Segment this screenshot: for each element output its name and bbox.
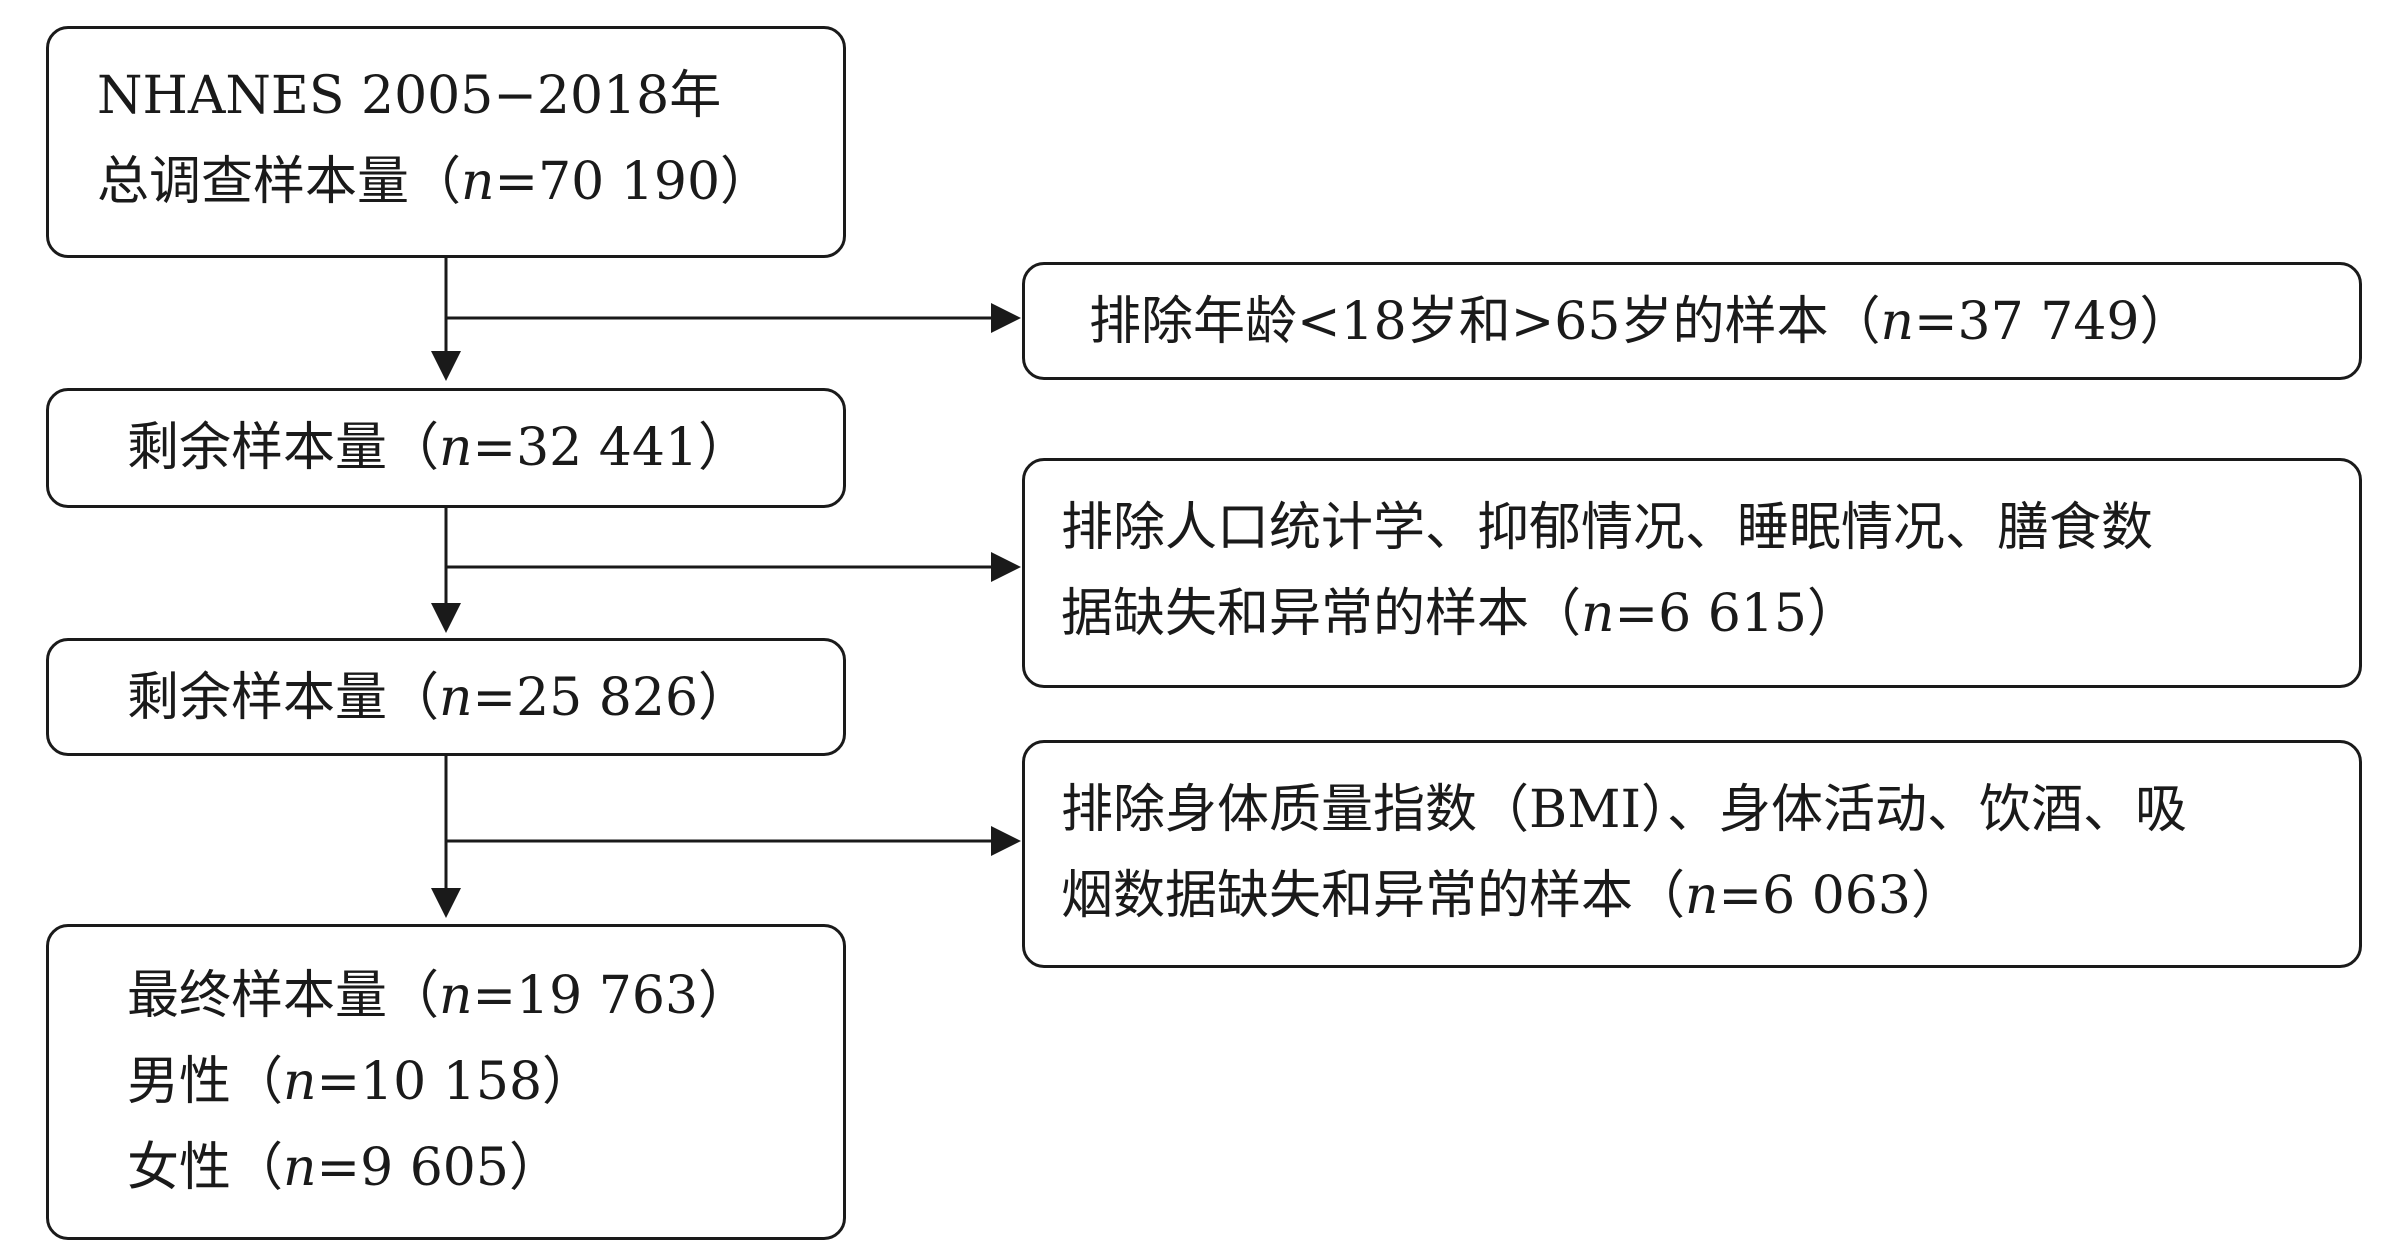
final-sample-box: 最终样本量（n=19 763） 男性（n=10 158） 女性（n=9 605） xyxy=(46,924,846,1240)
exclude-demographic-box: 排除人口统计学、抑郁情况、睡眠情况、膳食数 据缺失和异常的样本（n=6 615） xyxy=(1022,458,2362,688)
final-sample-count: 最终样本量（n=19 763） xyxy=(127,966,751,1026)
remaining-sample-text-2: 剩余样本量（n=25 826） xyxy=(127,668,751,728)
remaining-sample-box-1: 剩余样本量（n=32 441） xyxy=(46,388,846,508)
exclude-bmi-box: 排除身体质量指数（BMI）、身体活动、饮酒、吸 烟数据缺失和异常的样本（n=6 … xyxy=(1022,740,2362,968)
exclude-demographic-line2: 据缺失和异常的样本（n=6 615） xyxy=(1061,584,1859,644)
exclude-bmi-line2: 烟数据缺失和异常的样本（n=6 063） xyxy=(1061,866,1963,926)
total-sample-title: NHANES 2005−2018年 xyxy=(97,66,722,126)
final-male-count: 男性（n=10 158） xyxy=(127,1052,595,1112)
exclude-age-text: 排除年龄<18岁和>65岁的样本（n=37 749） xyxy=(1089,292,2192,352)
remaining-sample-text-1: 剩余样本量（n=32 441） xyxy=(127,418,751,478)
final-female-count: 女性（n=9 605） xyxy=(127,1138,561,1198)
exclude-bmi-line1: 排除身体质量指数（BMI）、身体活动、饮酒、吸 xyxy=(1061,780,2187,840)
total-sample-box: NHANES 2005−2018年 总调查样本量（n=70 190） xyxy=(46,26,846,258)
exclude-demographic-line1: 排除人口统计学、抑郁情况、睡眠情况、膳食数 xyxy=(1061,498,2154,558)
exclude-age-box: 排除年龄<18岁和>65岁的样本（n=37 749） xyxy=(1022,262,2362,380)
remaining-sample-box-2: 剩余样本量（n=25 826） xyxy=(46,638,846,756)
total-sample-count: 总调查样本量（n=70 190） xyxy=(97,152,773,212)
